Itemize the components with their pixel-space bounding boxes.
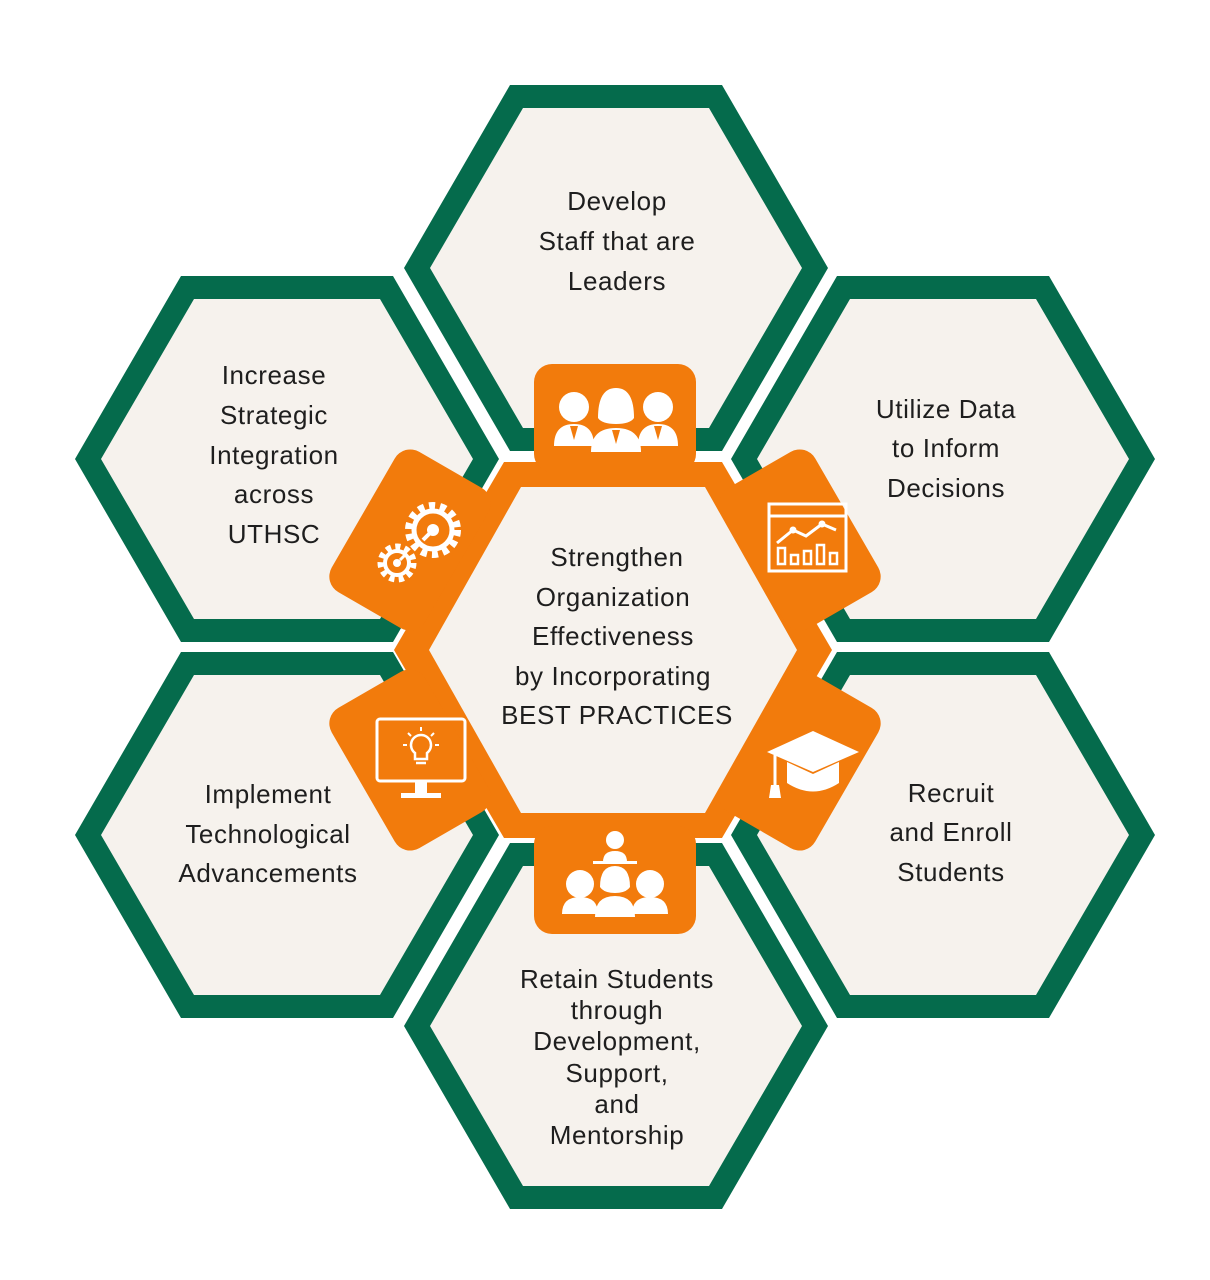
- label-line: through: [571, 995, 663, 1025]
- label-line: Strategic: [220, 400, 328, 430]
- leaders-group-icon: [554, 388, 678, 452]
- label-line: Staff that are: [539, 226, 696, 256]
- center-hex: [429, 487, 797, 813]
- center-label-line: Strengthen: [550, 542, 683, 572]
- label-line: Leaders: [568, 266, 666, 296]
- presentation-audience-icon: [562, 831, 668, 917]
- label-line: Recruit: [908, 778, 995, 808]
- label-upper-right: Utilize Data to Inform Decisions: [876, 394, 1016, 503]
- outer-hex-bottom: [404, 843, 828, 1209]
- label-line: Develop: [567, 186, 667, 216]
- center-label-line: by Incorporating: [515, 661, 711, 691]
- label-line: Development,: [533, 1026, 701, 1056]
- center-label: Strengthen Organization Effectiveness by…: [501, 542, 733, 730]
- center-label-line: Effectiveness: [532, 621, 694, 651]
- label-lower-right: Recruit and Enroll Students: [889, 778, 1012, 887]
- label-line: Mentorship: [550, 1120, 685, 1150]
- label-upper-left: Increase Strategic Integration across UT…: [209, 360, 338, 549]
- label-line: Support,: [565, 1058, 668, 1088]
- label-line: Retain Students: [520, 964, 714, 994]
- label-line: Integration: [209, 440, 338, 470]
- label-line: Technological: [185, 819, 350, 849]
- center-label-line: Organization: [536, 582, 691, 612]
- label-line: and: [594, 1089, 639, 1119]
- outer-hex-top: [404, 85, 828, 451]
- center-label-line: BEST PRACTICES: [501, 700, 733, 730]
- label-line: Implement: [205, 779, 332, 809]
- label-line: Utilize Data: [876, 394, 1016, 424]
- label-line: Students: [897, 857, 1004, 887]
- label-line: Increase: [222, 360, 327, 390]
- graduation-cap-icon: [767, 731, 859, 798]
- label-line: UTHSC: [228, 519, 321, 549]
- monitor-lightbulb-icon: [375, 717, 467, 798]
- label-lower-left: Implement Technological Advancements: [178, 779, 357, 888]
- label-line: to Inform: [892, 433, 1000, 463]
- gears-icon: [377, 502, 461, 583]
- label-line: across: [234, 479, 314, 509]
- label-top: Develop Staff that are Leaders: [539, 186, 696, 296]
- chart-icon: [767, 502, 848, 573]
- label-bottom: Retain Students through Development, Sup…: [520, 964, 714, 1150]
- label-line: Advancements: [178, 858, 357, 888]
- label-line: Decisions: [887, 473, 1005, 503]
- label-line: and Enroll: [889, 817, 1012, 847]
